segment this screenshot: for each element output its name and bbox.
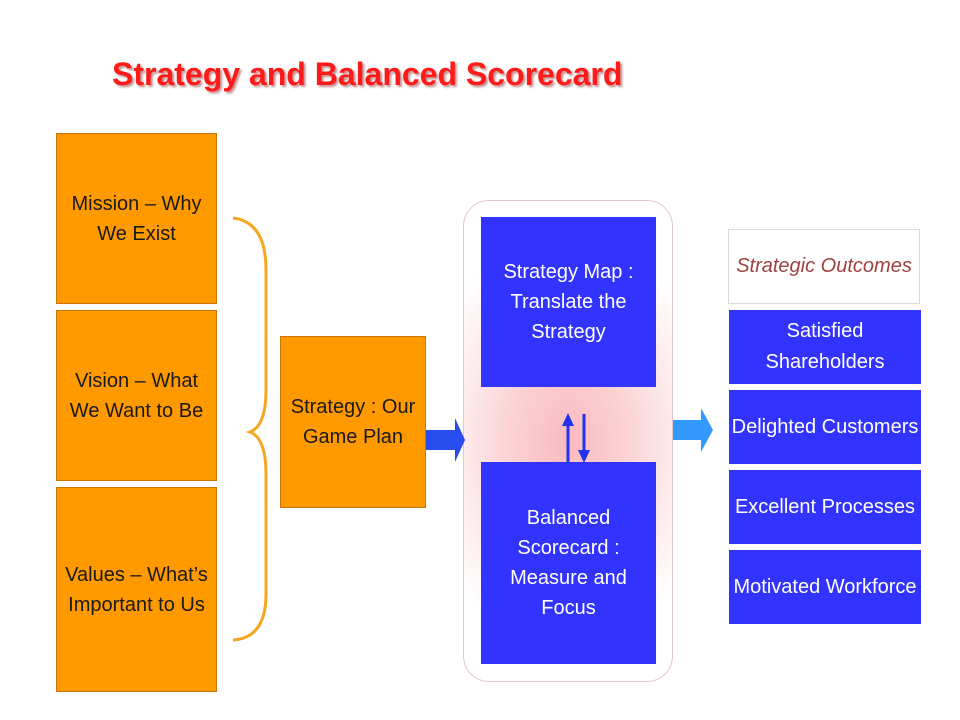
brace-connector <box>232 216 268 642</box>
vision-box: Vision – What We Want to Be <box>56 310 217 481</box>
strategic-outcomes-header: Strategic Outcomes <box>728 229 920 304</box>
strategy-map-box: Strategy Map : Translate the Strategy <box>481 217 656 387</box>
outcome-label: Motivated Workforce <box>733 575 917 598</box>
outcome-label: Excellent Processes <box>734 495 916 518</box>
outcome-delighted-customers: Delighted Customers <box>729 390 921 464</box>
strategy-box: Strategy : Our Game Plan <box>280 336 426 508</box>
values-label: Values – What’s Important to Us <box>65 563 208 616</box>
outcome-satisfied-shareholders: Satisfied Shareholders <box>729 310 921 384</box>
outcome-label: Delighted Customers <box>731 415 919 438</box>
arrow-to-outcomes <box>673 408 713 452</box>
mission-box: Mission – Why We Exist <box>56 133 217 304</box>
vision-label: Vision – What We Want to Be <box>69 369 204 422</box>
outcome-excellent-processes: Excellent Processes <box>729 470 921 544</box>
outcome-motivated-workforce: Motivated Workforce <box>729 550 921 624</box>
strategy-map-label: Strategy Map : Translate the Strategy <box>503 261 634 343</box>
down-arrow-head <box>578 450 590 463</box>
strategy-label: Strategy : Our Game Plan <box>290 396 416 448</box>
outcome-label: Satisfied Shareholders <box>765 320 885 373</box>
balanced-scorecard-label: Balanced Scorecard : Measure and Focus <box>510 507 627 619</box>
balanced-scorecard-box: Balanced Scorecard : Measure and Focus <box>481 462 656 664</box>
strategic-outcomes-header-label: Strategic Outcomes <box>736 255 912 277</box>
up-arrow-head <box>562 413 574 426</box>
mission-label: Mission – Why We Exist <box>71 192 202 245</box>
page-title: Strategy and Balanced Scorecard <box>112 56 623 92</box>
values-box: Values – What’s Important to Us <box>56 487 217 692</box>
arrow-to-strategy-map <box>426 418 465 462</box>
